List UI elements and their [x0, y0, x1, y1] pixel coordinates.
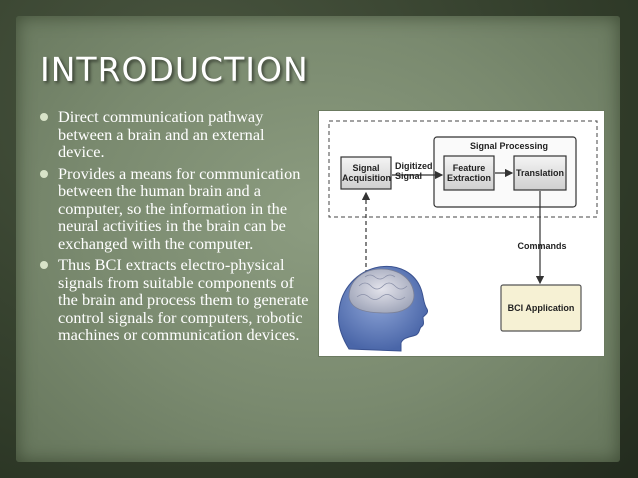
head-brain-icon — [338, 265, 428, 352]
bullet-dot-icon — [40, 169, 48, 178]
digitized-signal-label: Digitized Signal — [395, 161, 433, 181]
bci-application-box — [500, 284, 582, 332]
bullet-item: Direct communication pathway between a b… — [38, 108, 310, 161]
bullet-item: Thus BCI extracts electro-physical signa… — [38, 256, 310, 344]
feature-extraction-box — [443, 155, 495, 191]
bullet-text: Provides a means for communication betwe… — [58, 163, 301, 253]
outer-dashed-box — [328, 120, 598, 218]
feature-extraction-label: Feature Extraction — [446, 163, 491, 183]
bci-diagram: Signal Processing Signal Acquisition Dig… — [318, 110, 605, 357]
bci-application-label: BCI Application — [507, 303, 575, 313]
signal-processing-label: Signal Processing — [469, 141, 549, 151]
bullet-text: Thus BCI extracts electro-physical signa… — [58, 255, 309, 344]
translation-label: Translation — [515, 168, 564, 178]
signal-acquisition-box — [340, 156, 392, 190]
bullet-item: Provides a means for communication betwe… — [38, 163, 310, 253]
bullet-text: Direct communication pathway between a b… — [58, 107, 265, 161]
slide-title: INTRODUCTION — [40, 50, 309, 89]
signal-acquisition-label: Signal Acquisition — [342, 163, 391, 183]
bullet-dot-icon — [40, 261, 48, 269]
bci-diagram-svg — [328, 120, 598, 352]
bullet-dot-icon — [40, 113, 48, 121]
bullet-list: Direct communication pathway between a b… — [38, 108, 310, 348]
commands-label: Commands — [517, 241, 567, 251]
translation-box — [513, 155, 567, 191]
